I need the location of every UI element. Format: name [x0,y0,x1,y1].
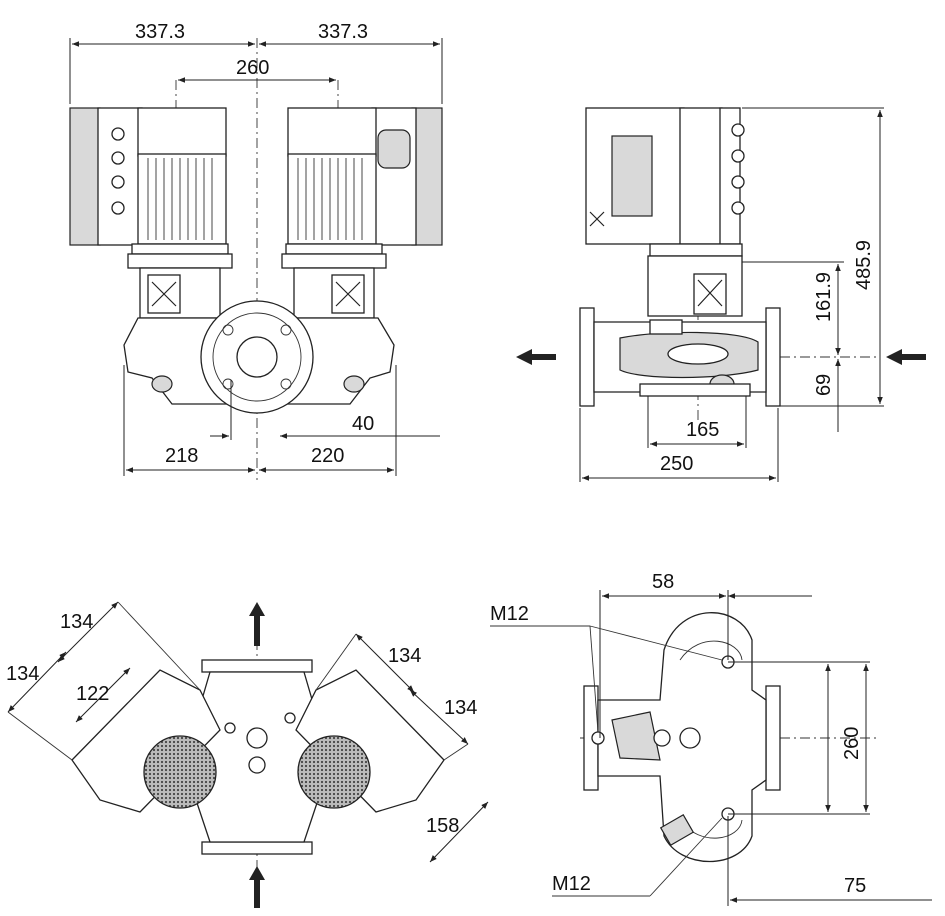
right-motor-top [295,669,445,813]
top-housing [195,659,319,855]
side-dim-total-height: 485.9 [853,240,875,290]
side-dim-base-width: 165 [686,419,719,441]
left-motor [69,107,233,319]
flow-up-arrow-icon [249,602,265,646]
front-dim-offset: 40 [352,413,374,435]
top-dim-b: 134 [6,663,39,685]
front-dim-left-foot: 218 [165,445,198,467]
outlet-arrow-icon [516,349,556,365]
base-dim-bottom: 75 [844,875,866,897]
top-view: 134 134 122 134 134 158 [6,601,489,908]
flow-in-arrow-icon [249,866,265,908]
front-dim-motor-spacing: 260 [236,57,269,79]
front-dim-right-half: 337.3 [318,21,368,43]
base-thread-top: M12 [490,603,529,625]
top-dim-f: 158 [426,815,459,837]
side-housing [579,307,781,407]
top-dim-e: 134 [444,697,477,719]
base-dim-top: 58 [652,571,674,593]
pump-housing-front [123,300,395,414]
front-view: 337.3 337.3 260 40 218 220 [69,21,443,480]
side-view: 485.9 161.9 69 165 250 [516,107,926,482]
top-dim-c: 122 [76,683,109,705]
inlet-arrow-icon [886,349,926,365]
base-thread-bottom: M12 [552,873,591,895]
front-dim-right-foot: 220 [311,445,344,467]
top-dim-a: 134 [60,611,93,633]
base-housing [583,612,781,863]
top-dim-d: 134 [388,645,421,667]
side-motor [585,107,745,317]
right-motor [281,107,443,319]
base-view: 58 260 75 M12 M12 [490,571,932,906]
side-dim-flange-width: 250 [660,453,693,475]
left-motor-top [71,669,221,813]
front-dim-left-half: 337.3 [135,21,185,43]
side-dim-mid-height: 161.9 [813,272,835,322]
base-dim-right: 260 [841,727,863,760]
side-dim-low-height: 69 [813,374,835,396]
